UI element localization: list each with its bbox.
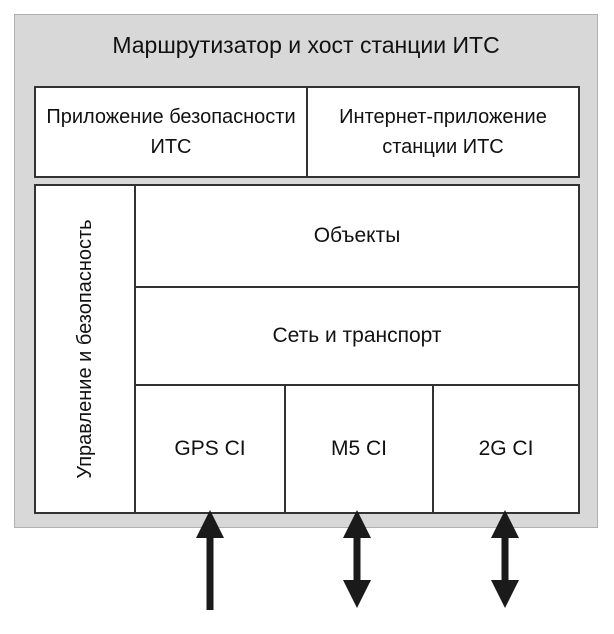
diagram-title: Маршрутизатор и хост станции ИТС bbox=[112, 32, 500, 58]
gps-ci-box: GPS CI bbox=[134, 384, 286, 514]
gps-ci-label: GPS CI bbox=[174, 437, 246, 460]
m5-ci-box: M5 CI bbox=[284, 384, 434, 514]
security-application-label: Приложение безопасности ИТС bbox=[46, 106, 296, 158]
m5-ci-label: M5 CI bbox=[330, 437, 387, 460]
security-application-box: Приложение безопасности ИТС bbox=[34, 86, 308, 178]
objects-label: Объекты bbox=[313, 224, 401, 247]
network-transport-layer: Сеть и транспорт bbox=[134, 286, 580, 386]
internet-application-label: Интернет-приложение станции ИТС bbox=[339, 106, 547, 158]
internet-application-box: Интернет-приложение станции ИТС bbox=[306, 86, 580, 178]
management-security-label: Управление и безопасность bbox=[74, 219, 96, 479]
network-transport-label: Сеть и транспорт bbox=[272, 324, 442, 347]
management-security-box bbox=[34, 184, 136, 514]
objects-layer: Объекты bbox=[134, 184, 580, 288]
2g-ci-box: 2G CI bbox=[432, 384, 580, 514]
2g-ci-label: 2G CI bbox=[478, 437, 534, 460]
